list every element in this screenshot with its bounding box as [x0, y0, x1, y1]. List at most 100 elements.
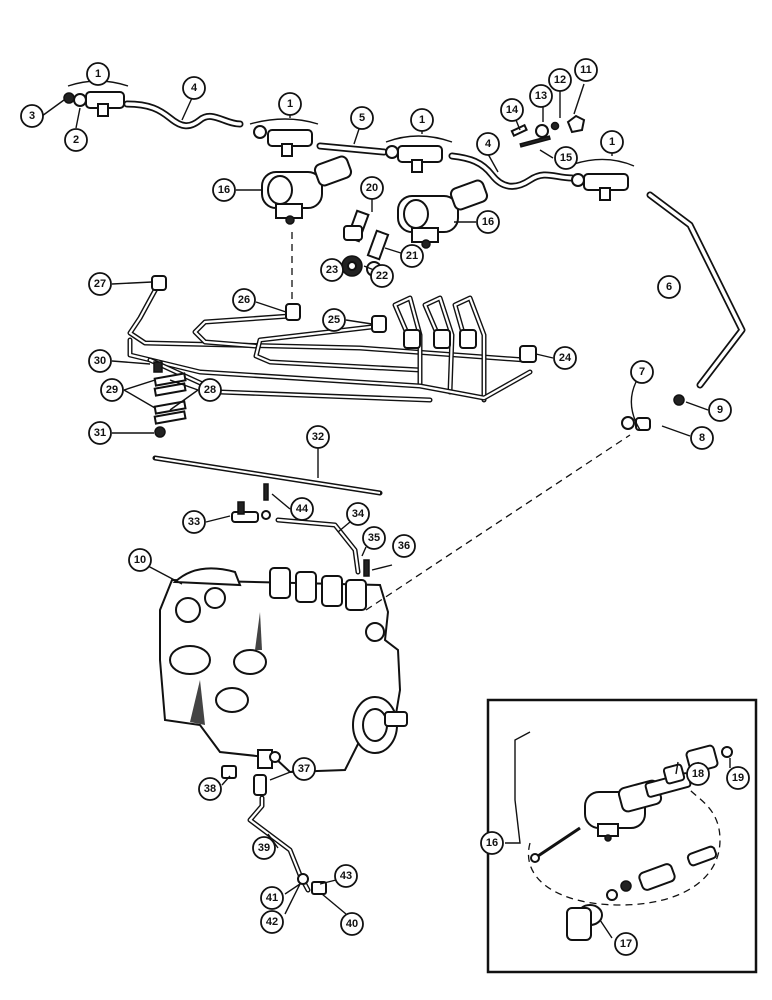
svg-text:6: 6	[666, 281, 672, 293]
svg-text:3: 3	[29, 110, 35, 122]
callout-20: 20	[360, 176, 384, 200]
svg-text:39: 39	[258, 842, 270, 854]
callout-16c: 16	[480, 831, 504, 855]
callout-1d: 1	[600, 130, 624, 154]
callout-30: 30	[88, 349, 112, 373]
callout-25: 25	[322, 308, 346, 332]
tee-fitting-center-right	[385, 145, 443, 173]
svg-text:32: 32	[312, 431, 324, 443]
callout-6: 6	[657, 275, 681, 299]
callout-36: 36	[392, 534, 416, 558]
svg-text:14: 14	[506, 104, 519, 116]
svg-text:5: 5	[359, 112, 365, 124]
svg-text:10: 10	[134, 554, 146, 566]
callout-41: 41	[260, 886, 284, 910]
svg-text:22: 22	[376, 270, 388, 282]
callout-29: 29	[100, 378, 124, 402]
callout-33: 33	[182, 510, 206, 534]
svg-text:29: 29	[106, 384, 118, 396]
callout-37: 37	[292, 757, 316, 781]
callout-7: 7	[630, 360, 654, 384]
svg-text:12: 12	[554, 74, 566, 86]
callout-12: 12	[548, 68, 572, 92]
svg-text:30: 30	[94, 355, 106, 367]
control-rod	[152, 455, 383, 496]
svg-text:16: 16	[482, 216, 494, 228]
line-clamps	[153, 361, 187, 438]
svg-text:35: 35	[368, 532, 380, 544]
injection-pump	[159, 567, 408, 774]
callout-34: 34	[346, 502, 370, 526]
callout-8: 8	[690, 426, 714, 450]
svg-text:37: 37	[298, 763, 310, 775]
pump-small-parts	[231, 483, 370, 577]
svg-text:17: 17	[620, 938, 632, 950]
svg-text:23: 23	[326, 264, 338, 276]
callout-3: 3	[20, 104, 44, 128]
svg-text:25: 25	[328, 314, 340, 326]
svg-text:13: 13	[535, 90, 547, 102]
callout-44: 44	[290, 497, 314, 521]
tee-fitting-right	[571, 173, 629, 201]
callout-32: 32	[306, 425, 330, 449]
svg-text:4: 4	[191, 82, 198, 94]
svg-text:7: 7	[639, 366, 645, 378]
svg-text:16: 16	[218, 184, 230, 196]
callout-1a: 1	[86, 62, 110, 86]
svg-text:8: 8	[699, 432, 705, 444]
callout-9: 9	[708, 398, 732, 422]
callout-11: 11	[574, 58, 598, 82]
callout-26: 26	[232, 288, 256, 312]
callout-43: 43	[334, 864, 358, 888]
callout-42: 42	[260, 910, 284, 934]
svg-text:16: 16	[486, 837, 498, 849]
injector-left	[261, 155, 353, 225]
injector-detail-inset	[486, 698, 758, 974]
callout-1c: 1	[410, 108, 434, 132]
svg-text:20: 20	[366, 182, 378, 194]
svg-text:21: 21	[406, 250, 418, 262]
svg-text:41: 41	[266, 892, 278, 904]
svg-text:31: 31	[94, 427, 106, 439]
svg-text:1: 1	[95, 68, 101, 80]
svg-text:2: 2	[73, 134, 79, 146]
callout-10: 10	[128, 548, 152, 572]
callout-22: 22	[370, 264, 394, 288]
callout-27: 27	[88, 272, 112, 296]
svg-text:42: 42	[266, 916, 278, 928]
callout-18: 18	[686, 762, 710, 786]
svg-text:27: 27	[94, 278, 106, 290]
callout-21: 21	[400, 244, 424, 268]
callout-23: 23	[320, 258, 344, 282]
callout-14: 14	[500, 98, 524, 122]
callout-28: 28	[198, 378, 222, 402]
drain-line	[221, 765, 327, 895]
callout-17: 17	[614, 932, 638, 956]
callout-35: 35	[362, 526, 386, 550]
svg-text:19: 19	[732, 772, 744, 784]
injection-lines	[127, 275, 537, 403]
callout-31: 31	[88, 421, 112, 445]
callout-15: 15	[554, 146, 578, 170]
tee-fitting-left	[63, 91, 125, 117]
svg-text:36: 36	[398, 540, 410, 552]
tee-fitting-center-left	[253, 125, 313, 157]
injector-right	[397, 179, 489, 249]
callout-16a: 16	[212, 178, 236, 202]
callout-4a: 4	[182, 76, 206, 100]
leader-lines	[41, 68, 731, 939]
callout-13: 13	[529, 84, 553, 108]
svg-text:33: 33	[188, 516, 200, 528]
svg-text:18: 18	[692, 768, 704, 780]
callout-1b: 1	[278, 92, 302, 116]
svg-text:24: 24	[559, 352, 572, 364]
dashed-leader-banjo	[365, 434, 631, 611]
callout-38: 38	[198, 777, 222, 801]
svg-text:11: 11	[580, 64, 592, 76]
callout-5: 5	[350, 106, 374, 130]
callout-40: 40	[340, 912, 364, 936]
callout-39: 39	[252, 836, 276, 860]
callout-24: 24	[553, 346, 577, 370]
callout-19: 19	[726, 766, 750, 790]
svg-text:9: 9	[717, 404, 723, 416]
